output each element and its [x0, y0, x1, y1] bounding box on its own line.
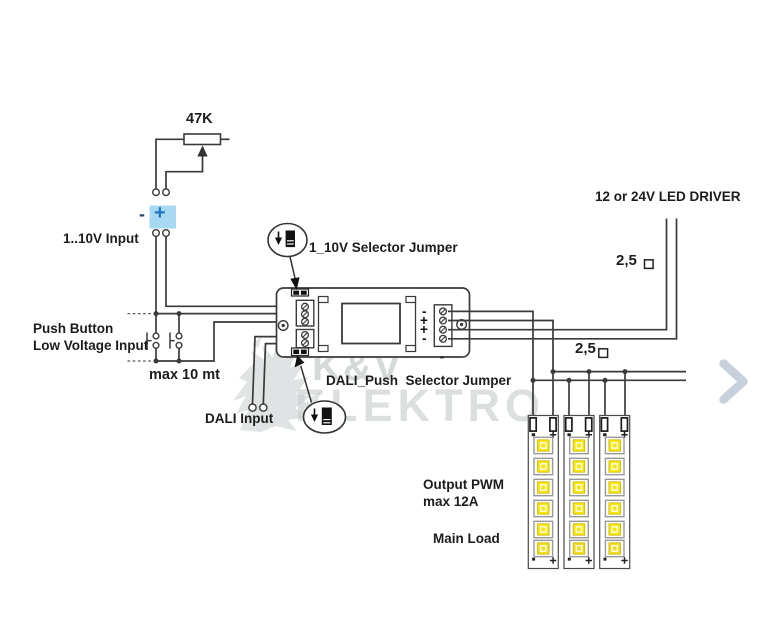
led-driver-label: 12 or 24V LED DRIVER [595, 189, 741, 204]
pointer-arrowhead [290, 277, 300, 290]
jumper-icon [285, 230, 295, 248]
selector-jumper-icon-dali [294, 355, 347, 434]
wiper-arrow [197, 145, 208, 157]
led-strip-2 [563, 414, 595, 570]
resistor-body [183, 133, 222, 146]
terminal-block-power [433, 304, 453, 348]
dimmer-module [275, 287, 471, 359]
junction-dots-right [530, 369, 628, 383]
carousel-next-icon[interactable] [719, 359, 748, 404]
terminal-label-minus-2: - [422, 331, 427, 346]
terminal-block-analog [295, 299, 315, 327]
output-max-label: max 12A [423, 494, 479, 509]
analog-minus-label: - [139, 204, 145, 224]
analog-input-terminal [149, 188, 176, 237]
pointer-arrowhead [294, 355, 305, 368]
jumper-top [290, 288, 310, 297]
jumper-icon [321, 407, 332, 425]
main-load-label: Main Load [433, 531, 500, 546]
terminal-label-plus-1: + [420, 312, 428, 328]
led-strip-1 [527, 414, 560, 570]
wires-right [448, 218, 686, 416]
selector-jumper-icon-1-10v [267, 222, 308, 290]
push-buttons [146, 332, 183, 349]
wire-gauge-square-top [643, 259, 654, 270]
pot-value-label: 47K [186, 111, 213, 127]
wire-gauge-square-bottom [598, 348, 609, 359]
wire-gauge-label-bottom: 2,5 [575, 339, 596, 357]
dali-input-terminals [248, 403, 268, 412]
analog-input-label: 1..10V Input [63, 231, 139, 246]
led-strip-3 [598, 414, 631, 570]
terminal-label-plus-2: + [420, 321, 428, 337]
max-cable-label: max 10 mt [149, 366, 220, 383]
analog-input-box [149, 205, 176, 229]
push-button-label-line1: Push Button [33, 321, 114, 336]
selector-dali-label: DALI_Push Selector Jumper [326, 373, 512, 388]
module-label-window [341, 302, 401, 345]
dali-input-label: DALI Input [205, 411, 274, 426]
analog-plus-label: + [154, 202, 166, 224]
junction-dots-left [153, 311, 182, 364]
terminal-label-minus-1: - [422, 304, 427, 319]
potentiometer [155, 133, 230, 189]
wire-gauge-label-top: 2,5 [616, 251, 637, 269]
selector-1-10v-label: 1_10V Selector Jumper [309, 239, 458, 255]
down-arrow-icon [310, 414, 319, 422]
output-pwm-label: Output PWM [423, 476, 504, 492]
jumper-bottom [290, 347, 310, 357]
down-arrow-icon [274, 237, 283, 245]
push-button-label-line2: Low Voltage Input [33, 337, 149, 353]
extension-dashes [127, 312, 153, 362]
screw-terminals [300, 302, 448, 348]
